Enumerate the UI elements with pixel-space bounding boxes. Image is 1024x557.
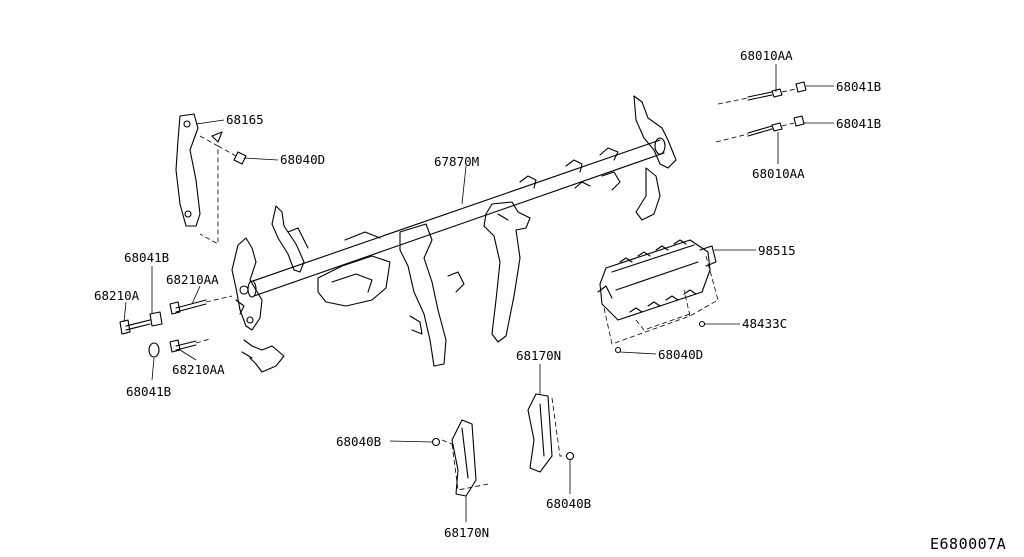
- leader-lines: [123, 64, 834, 522]
- label-68041b-left-upper: 68041B: [124, 250, 169, 265]
- bolt-68210aa-lower: [169, 338, 211, 353]
- airbag-module-98515: [597, 239, 719, 354]
- bracket-68170n-lower: [431, 419, 489, 497]
- label-68040b-left: 68040B: [336, 434, 381, 449]
- label-68040b-right: 68040B: [546, 496, 591, 511]
- label-68010aa-lower: 68010AA: [752, 166, 805, 181]
- label-68041b-upper: 68041B: [836, 79, 881, 94]
- bracket-68165: [175, 113, 223, 245]
- bolt-68210aa-upper: [169, 295, 233, 315]
- label-98515: 98515: [758, 243, 796, 258]
- label-68165: 68165: [226, 112, 264, 127]
- label-68041b-middle: 68041B: [836, 116, 881, 131]
- label-68040d-upper: 68040D: [280, 152, 325, 167]
- label-68010aa-upper: 68010AA: [740, 48, 793, 63]
- bolt-68010aa-upper: [717, 81, 807, 105]
- clip-68040d-upper: [217, 145, 247, 165]
- label-68210a: 68210A: [94, 288, 140, 303]
- bracket-68170n-upper: [527, 393, 575, 473]
- label-68041b-left-lower: 68041B: [126, 384, 171, 399]
- diagram-code: E680007A: [930, 535, 1006, 553]
- label-68170n-lower: 68170N: [444, 525, 489, 540]
- bolt-68210a: [119, 311, 163, 335]
- label-68170n-upper: 68170N: [516, 348, 561, 363]
- label-68210aa-lower: 68210AA: [172, 362, 225, 377]
- cross-car-beam: [231, 95, 677, 373]
- label-68210aa-upper: 68210AA: [166, 272, 219, 287]
- label-48433c: 48433C: [742, 316, 787, 331]
- label-67870m: 67870M: [434, 154, 479, 169]
- bolt-68010aa-lower: [715, 115, 805, 143]
- cap-68041b-lower-left: [148, 342, 160, 358]
- label-68040d-lower: 68040D: [658, 347, 703, 362]
